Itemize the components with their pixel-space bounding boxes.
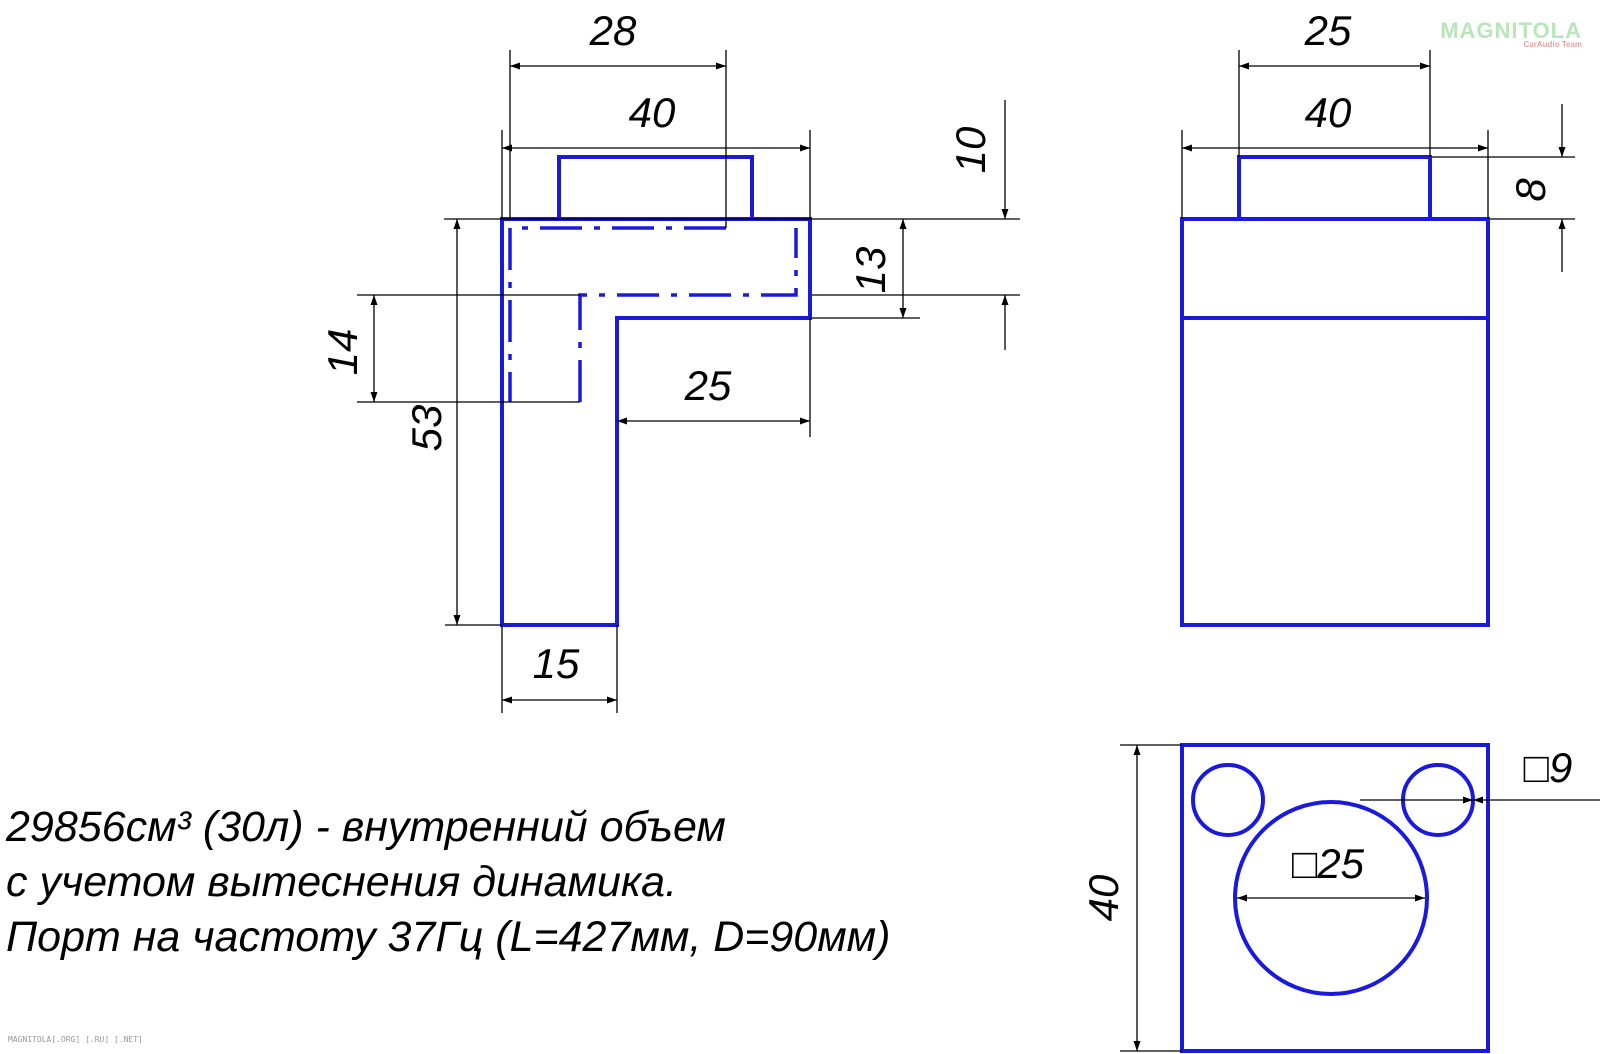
notes-block: 29856см³ (30л) - внутренний объем с учет… <box>6 800 890 965</box>
side-body <box>1180 217 1490 627</box>
watermark-subtitle: CarAudio Team <box>1523 40 1582 49</box>
front-hidden-line <box>508 226 726 402</box>
dim-25-front-label: 25 <box>684 362 732 409</box>
dim-40-panel-label: 40 <box>1080 874 1127 921</box>
panel-dimension-lines <box>1120 744 1600 1052</box>
dim-40-side-label: 40 <box>1305 89 1352 136</box>
side-top-block <box>1237 155 1432 221</box>
dim-8-label: 8 <box>1507 178 1554 202</box>
dim-25-hole-label: □25 <box>1292 840 1365 887</box>
dim-15-label: 15 <box>533 640 580 687</box>
dim-53-label: 53 <box>403 405 450 452</box>
watermark-logo: MAGNITOLA <box>1440 18 1582 43</box>
dim-14-label: 14 <box>319 329 366 376</box>
side-extension-lines <box>1181 50 1575 220</box>
footer-text: MAGNITOLA[.ORG] [.RU] [.NET] <box>8 1035 143 1044</box>
front-view <box>500 155 812 627</box>
panel-body <box>1180 743 1490 1053</box>
note-line: с учетом вытеснения динамика. <box>6 858 678 906</box>
dim-9-hole-label: □9 <box>1524 744 1573 791</box>
note-line: Порт на частоту 37Гц (L=427мм, D=90мм) <box>6 913 891 961</box>
note-line: 29856см³ (30л) - внутренний объем <box>6 803 726 851</box>
front-top-block <box>557 155 754 221</box>
dim-28-label: 28 <box>589 7 637 54</box>
dim-10-label: 10 <box>947 126 994 173</box>
dim-13-label: 13 <box>847 247 894 294</box>
port-hole-left <box>1191 763 1265 837</box>
dim-40-label: 40 <box>629 89 676 136</box>
dim-25-side-label: 25 <box>1304 7 1352 54</box>
front-outline <box>500 217 812 627</box>
speaker-hole <box>1233 800 1429 996</box>
front-dimension-lines <box>370 62 1009 704</box>
side-view <box>1180 155 1490 627</box>
side-dimension-lines <box>1182 62 1566 272</box>
